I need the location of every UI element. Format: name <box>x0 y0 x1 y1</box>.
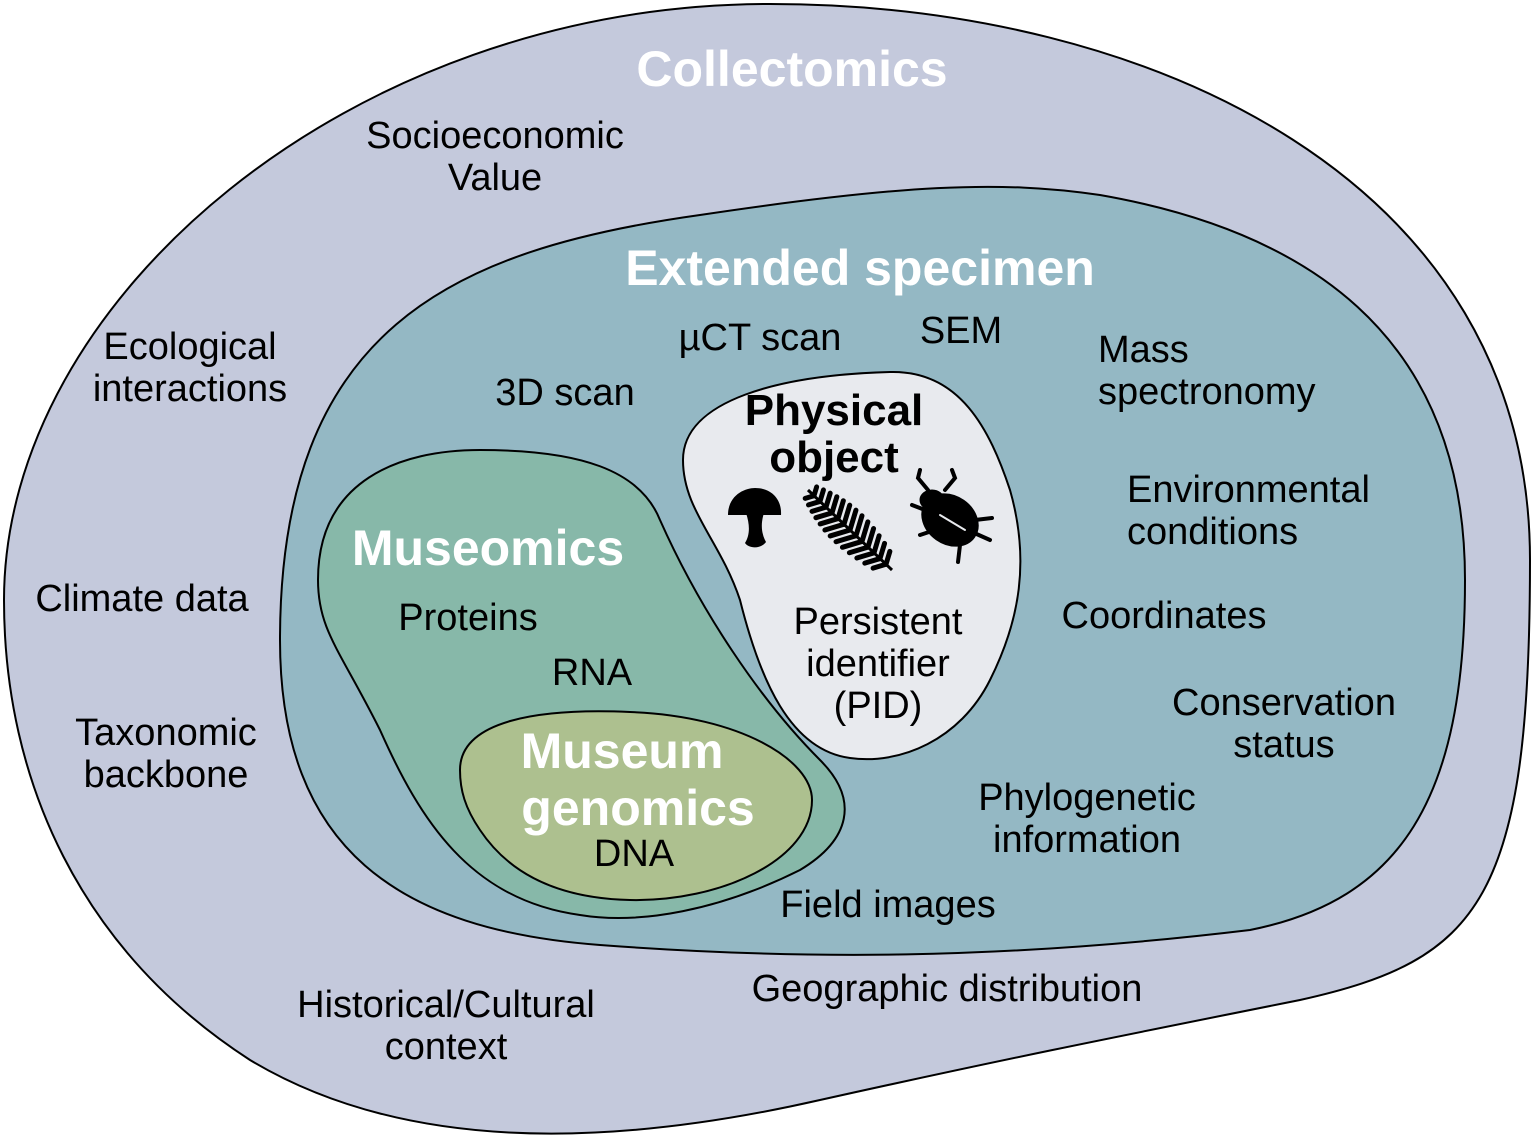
collectomics-title: Collectomics <box>636 41 947 97</box>
fern-leaflet <box>802 493 817 501</box>
fern-leaflet <box>841 502 853 527</box>
fern-leaflet <box>847 507 859 533</box>
beetle-icon <box>910 468 994 564</box>
fern-leaflet <box>805 498 823 508</box>
label-geographic-distribution: Geographic distribution <box>752 968 1143 1010</box>
extended-specimen-title: Extended specimen <box>625 240 1095 296</box>
label-rna: RNA <box>552 652 633 694</box>
label-sem: SEM <box>920 310 1002 352</box>
label-3d-scan: 3D scan <box>495 372 634 414</box>
label-uct-scan: µCT scan <box>679 317 842 359</box>
fern-icon <box>802 484 894 572</box>
fern-leaflet <box>865 526 877 550</box>
label-dna: DNA <box>594 833 675 875</box>
mushroom-icon <box>728 488 782 548</box>
fern-leaflet <box>854 550 877 561</box>
museomics-title: Museomics <box>352 520 624 576</box>
fern-leaflet <box>833 533 859 545</box>
fern-leaflet <box>839 538 865 550</box>
label-proteins: Proteins <box>398 597 537 639</box>
fern-leaflet <box>862 556 883 566</box>
fern-leaflet <box>813 510 835 521</box>
label-field-images: Field images <box>780 884 995 926</box>
fern-leaflet <box>822 521 847 533</box>
fern-leaflet <box>871 533 882 556</box>
fern-leaflet <box>829 494 840 516</box>
label-climate-data: Climate data <box>35 578 249 620</box>
label-coordinates: Coordinates <box>1062 595 1267 637</box>
fern-leaflet <box>827 527 853 539</box>
fern-leaflet <box>817 516 841 527</box>
museum-genomics-region <box>458 710 814 902</box>
fern-leaflet <box>853 513 865 539</box>
fern-leaflet <box>846 544 871 556</box>
physical-object-region <box>681 370 1022 761</box>
fern-leaflet <box>835 498 846 522</box>
fern-leaflet <box>877 540 888 562</box>
fern-leaflet <box>870 561 889 571</box>
fern-leaflet <box>859 519 871 544</box>
fern-leaflet <box>809 504 829 514</box>
